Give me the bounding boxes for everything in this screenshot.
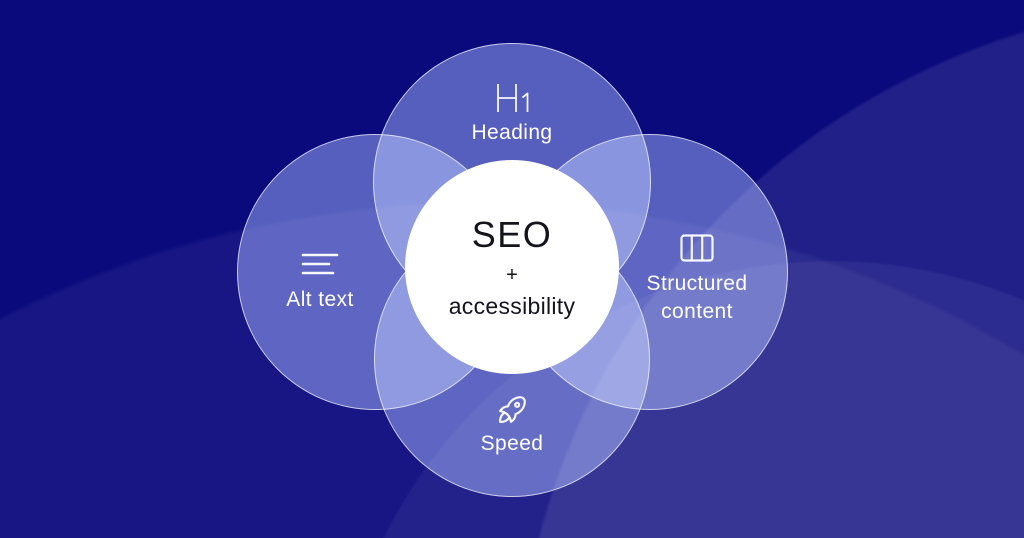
alt-text-label-group: Alt text	[230, 252, 410, 314]
columns-icon	[680, 234, 714, 262]
structured-content-label-group: Structured content	[597, 234, 797, 326]
rocket-icon	[494, 391, 531, 428]
center-plus: +	[506, 264, 518, 286]
center-circle: SEO + accessibility	[405, 160, 619, 374]
center-title: SEO	[471, 214, 553, 255]
text-lines-icon	[301, 252, 339, 276]
speed-label: Speed	[480, 432, 544, 455]
heading-label: Heading	[471, 121, 553, 144]
heading-label-group: Heading	[422, 82, 602, 147]
center-subtitle: accessibility	[448, 293, 576, 319]
structured-content-label: Structured content	[646, 272, 748, 323]
h1-icon	[489, 82, 535, 114]
alt-text-label: Alt text	[286, 288, 354, 311]
speed-label-group: Speed	[422, 391, 602, 458]
